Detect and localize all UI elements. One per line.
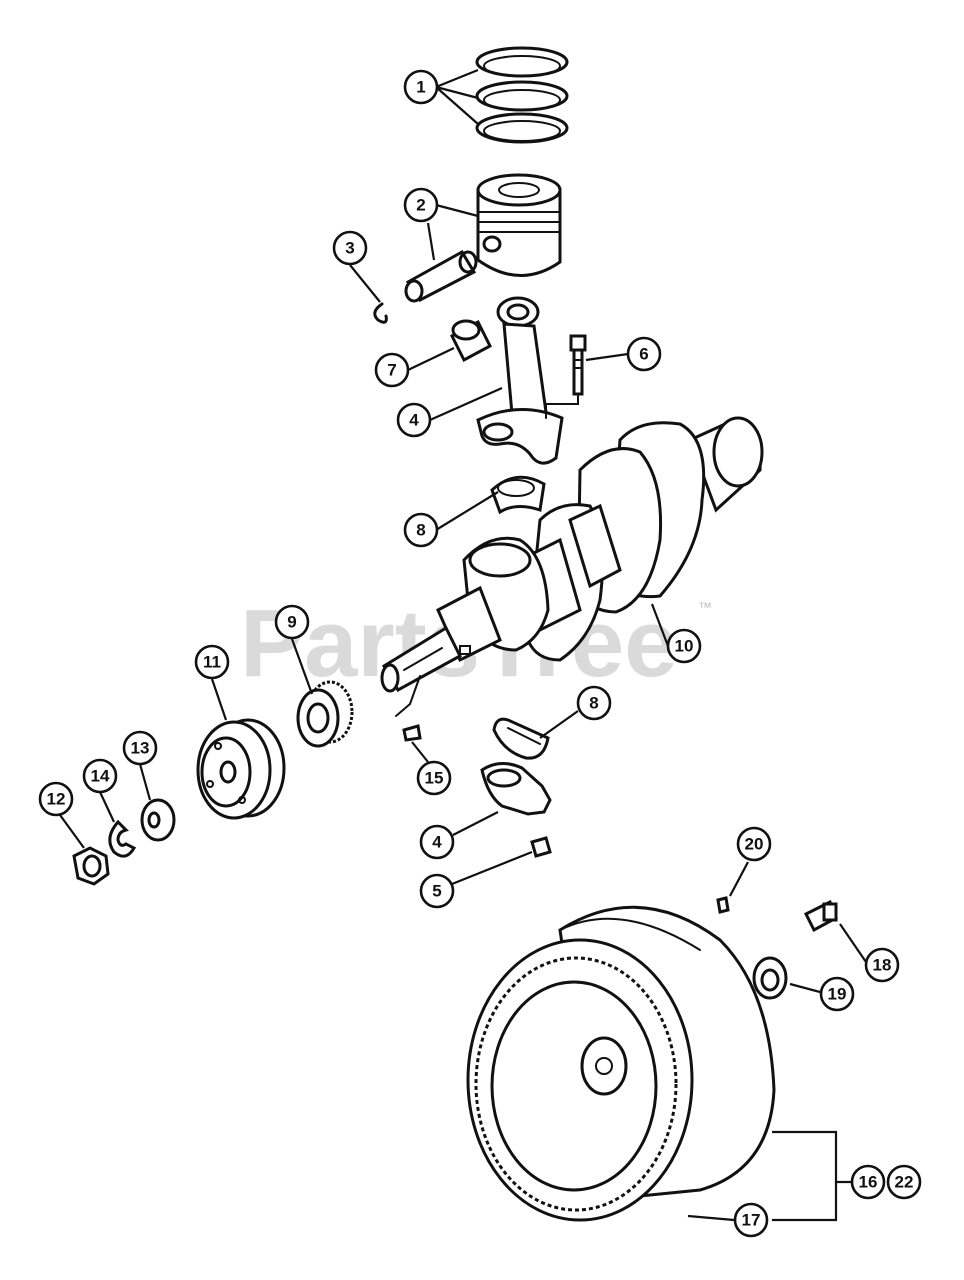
callout-14[interactable]: 14 bbox=[82, 758, 118, 794]
svg-text:8: 8 bbox=[589, 694, 598, 713]
bearing-shell-lower bbox=[492, 717, 550, 760]
piston-rings bbox=[475, 46, 569, 144]
washer bbox=[140, 798, 176, 842]
flywheel bbox=[466, 905, 776, 1222]
rod-cap bbox=[480, 762, 552, 816]
callout-3[interactable]: 3 bbox=[332, 230, 368, 266]
rod-nut bbox=[530, 836, 552, 858]
piston-pin bbox=[404, 249, 478, 303]
callout-4-cap[interactable]: 4 bbox=[419, 824, 455, 860]
svg-text:2: 2 bbox=[416, 196, 425, 215]
callout-15[interactable]: 15 bbox=[416, 760, 452, 796]
connecting-rod bbox=[476, 296, 564, 465]
dowel-pin bbox=[716, 896, 730, 914]
svg-text:18: 18 bbox=[873, 956, 892, 975]
rod-bolt bbox=[545, 334, 587, 419]
snap-ring bbox=[373, 302, 388, 324]
svg-text:4: 4 bbox=[409, 411, 419, 430]
callout-22[interactable]: 22 bbox=[886, 1164, 922, 1200]
crank-gear bbox=[296, 680, 354, 748]
svg-text:7: 7 bbox=[387, 361, 396, 380]
svg-text:17: 17 bbox=[742, 1211, 761, 1230]
svg-text:12: 12 bbox=[47, 790, 66, 809]
callout-4-rod[interactable]: 4 bbox=[396, 402, 432, 438]
callout-18[interactable]: 18 bbox=[864, 947, 900, 983]
piston bbox=[476, 173, 562, 277]
woodruff-key bbox=[402, 724, 422, 742]
callout-6[interactable]: 6 bbox=[626, 336, 662, 372]
svg-text:4: 4 bbox=[432, 833, 442, 852]
svg-text:13: 13 bbox=[131, 739, 150, 758]
bearing-shell-upper bbox=[490, 475, 546, 515]
svg-text:10: 10 bbox=[675, 637, 694, 656]
svg-text:16: 16 bbox=[859, 1173, 878, 1192]
leader-lines bbox=[59, 68, 867, 1222]
svg-text:1: 1 bbox=[416, 78, 425, 97]
crank-nut bbox=[72, 846, 110, 886]
svg-text:5: 5 bbox=[432, 882, 441, 901]
crankshaft bbox=[380, 416, 764, 717]
callout-19[interactable]: 19 bbox=[819, 976, 855, 1012]
pilot-bearing bbox=[752, 956, 788, 1000]
svg-text:6: 6 bbox=[639, 345, 648, 364]
callout-16[interactable]: 16 bbox=[850, 1164, 886, 1200]
watermark-trademark: ™ bbox=[698, 599, 712, 615]
crank-pulley bbox=[196, 718, 286, 820]
svg-text:9: 9 bbox=[287, 613, 296, 632]
callout-2[interactable]: 2 bbox=[403, 187, 439, 223]
callout-20[interactable]: 20 bbox=[736, 826, 772, 862]
svg-text:15: 15 bbox=[425, 769, 444, 788]
callout-7[interactable]: 7 bbox=[374, 352, 410, 388]
svg-text:3: 3 bbox=[345, 239, 354, 258]
svg-text:11: 11 bbox=[203, 653, 221, 672]
callout-12[interactable]: 12 bbox=[38, 781, 74, 817]
lock-washer bbox=[108, 819, 137, 858]
svg-text:22: 22 bbox=[895, 1173, 914, 1192]
bushing bbox=[450, 319, 492, 363]
callout-8-lower[interactable]: 8 bbox=[576, 685, 612, 721]
svg-text:8: 8 bbox=[416, 521, 425, 540]
svg-text:19: 19 bbox=[828, 985, 847, 1004]
callout-17[interactable]: 17 bbox=[733, 1202, 769, 1238]
flywheel-bolt bbox=[803, 899, 838, 933]
callout-10[interactable]: 10 bbox=[666, 628, 702, 664]
callout-11[interactable]: 11 bbox=[194, 644, 230, 680]
callout-8-upper[interactable]: 8 bbox=[403, 512, 439, 548]
svg-text:20: 20 bbox=[745, 835, 764, 854]
callout-9[interactable]: 9 bbox=[274, 604, 310, 640]
callout-1[interactable]: 1 bbox=[403, 69, 439, 105]
callout-13[interactable]: 13 bbox=[122, 730, 158, 766]
svg-text:14: 14 bbox=[91, 767, 110, 786]
callout-5[interactable]: 5 bbox=[419, 873, 455, 909]
